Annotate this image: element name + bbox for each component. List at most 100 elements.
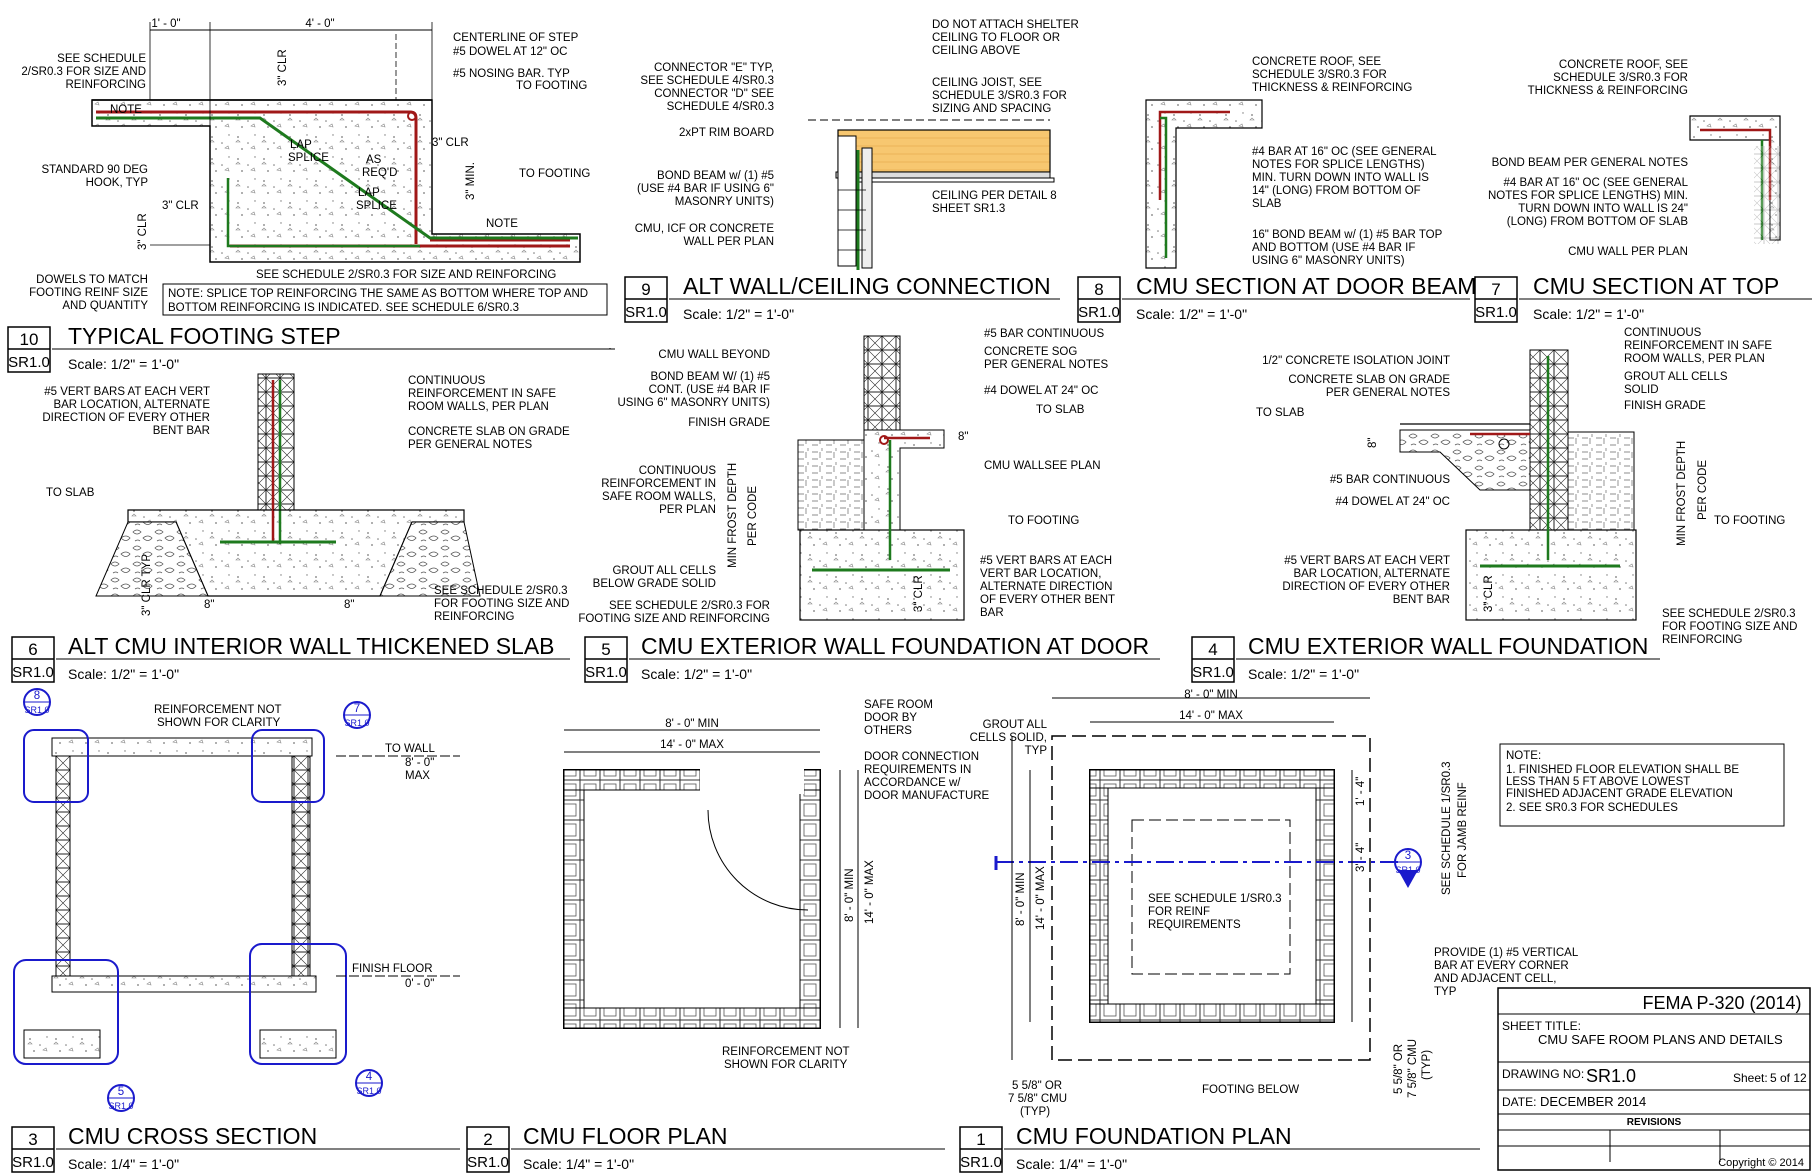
svg-text:GROUT ALL CELLS: GROUT ALL CELLS	[612, 565, 716, 577]
svg-text:PER CODE: PER CODE	[1697, 460, 1709, 520]
svg-text:SEE SCHEDULE 1/SR0.3: SEE SCHEDULE 1/SR0.3	[1441, 761, 1453, 895]
svg-text:SR1.0: SR1.0	[467, 1154, 509, 1171]
title-block: FEMA P-320 (2014) SHEET TITLE: CMU SAFE …	[1497, 987, 1811, 1171]
svg-text:#4 DOWEL AT 24" OC: #4 DOWEL AT 24" OC	[984, 385, 1098, 397]
svg-text:SR1.0: SR1.0	[12, 1154, 54, 1171]
svg-text:AND ADJACENT CELL,: AND ADJACENT CELL,	[1434, 973, 1557, 985]
detail-1-drawing	[994, 697, 1422, 1061]
detail-title-8: 8 SR1.0 CMU SECTION AT DOOR BEAM Scale: …	[1077, 273, 1476, 323]
svg-text:TYP: TYP	[1434, 986, 1457, 998]
svg-text:BAR LOCATION, ALTERNATE: BAR LOCATION, ALTERNATE	[1293, 568, 1450, 580]
svg-text:8' - 0" MIN: 8' - 0" MIN	[1184, 689, 1238, 701]
svg-text:TO SLAB: TO SLAB	[1256, 407, 1305, 419]
svg-text:SR1.0: SR1.0	[1395, 865, 1420, 875]
svg-text:BAR LOCATION, ALTERNATE: BAR LOCATION, ALTERNATE	[53, 399, 210, 411]
svg-text:Scale: 1/2" = 1'-0": Scale: 1/2" = 1'-0"	[68, 666, 179, 682]
svg-text:#4 DOWEL AT 24" OC: #4 DOWEL AT 24" OC	[1336, 496, 1450, 508]
svg-text:SCHEDULE 4/SR0.3: SCHEDULE 4/SR0.3	[667, 101, 774, 113]
svg-text:5 of 12: 5 of 12	[1770, 1071, 1807, 1085]
svg-text:SEE SCHEDULE 2/SR0.3: SEE SCHEDULE 2/SR0.3	[1662, 608, 1796, 620]
svg-text:2xPT RIM BOARD: 2xPT RIM BOARD	[679, 127, 774, 139]
svg-text:2/SR0.3 FOR SIZE AND: 2/SR0.3 FOR SIZE AND	[21, 66, 146, 78]
svg-text:PER PLAN: PER PLAN	[659, 504, 716, 516]
svg-text:1. FINISHED FLOOR ELEVATION: 1. FINISHED FLOOR ELEVATION SHALL BE	[1506, 764, 1739, 776]
svg-text:8' - 0": 8' - 0"	[405, 757, 434, 769]
svg-text:#5 DOWEL AT 12" OC: #5 DOWEL AT 12" OC	[453, 46, 567, 58]
svg-text:NOTE: NOTE	[486, 218, 518, 230]
svg-text:4' - 0": 4' - 0"	[305, 18, 334, 30]
detail-title-7: 7 SR1.0 CMU SECTION AT TOP Scale: 1/2" =…	[1474, 273, 1812, 323]
svg-text:SEE SCHEDULE: SEE SCHEDULE	[57, 53, 146, 65]
svg-text:#5 VERT BARS AT EACH: #5 VERT BARS AT EACH	[980, 555, 1112, 567]
svg-text:MIN FROST DEPTH: MIN FROST DEPTH	[1676, 441, 1688, 546]
svg-text:SPLICE: SPLICE	[288, 152, 329, 164]
svg-text:(TYP): (TYP)	[1020, 1106, 1050, 1118]
svg-text:8": 8"	[1367, 438, 1379, 448]
detail-10-drawing	[91, 22, 581, 263]
svg-text:8' - 0" MIN: 8' - 0" MIN	[844, 868, 856, 922]
svg-text:LESS THAN 5 FT ABOVE LOWEST: LESS THAN 5 FT ABOVE LOWEST	[1506, 776, 1690, 788]
detail-title-2: 2 SR1.0 CMU FLOOR PLAN Scale: 1/4" = 1'-…	[466, 1123, 945, 1173]
svg-text:FOR REINF: FOR REINF	[1148, 906, 1210, 918]
svg-text:NOTES FOR SPLICE LENGTHS) MIN.: NOTES FOR SPLICE LENGTHS) MIN.	[1488, 190, 1688, 202]
svg-text:FOOTING SIZE AND REINFORCING: FOOTING SIZE AND REINFORCING	[578, 613, 770, 625]
svg-text:SR1.0: SR1.0	[8, 354, 50, 371]
svg-text:0' - 0": 0' - 0"	[405, 978, 434, 990]
svg-text:DECEMBER 2014: DECEMBER 2014	[1540, 1094, 1646, 1109]
svg-text:Scale: 1/2" = 1'-0": Scale: 1/2" = 1'-0"	[1136, 306, 1247, 322]
svg-text:9: 9	[641, 280, 650, 299]
svg-text:7 5/8" CMU: 7 5/8" CMU	[1407, 1039, 1419, 1098]
svg-text:Scale: 1/2" = 1'-0": Scale: 1/2" = 1'-0"	[1248, 666, 1359, 682]
svg-text:SR1.0: SR1.0	[12, 664, 54, 681]
svg-text:Scale: 1/4" = 1'-0": Scale: 1/4" = 1'-0"	[523, 1156, 634, 1172]
svg-text:ROOM WALLS, PER PLAN: ROOM WALLS, PER PLAN	[408, 401, 549, 413]
svg-text:FOOTING REINF SIZE: FOOTING REINF SIZE	[29, 287, 148, 299]
svg-text:SR1.0: SR1.0	[24, 705, 49, 715]
svg-text:7: 7	[354, 703, 360, 715]
svg-text:DOOR BY: DOOR BY	[864, 712, 917, 724]
svg-text:14' - 0" MAX: 14' - 0" MAX	[864, 860, 876, 924]
svg-text:SHOWN FOR CLARITY: SHOWN FOR CLARITY	[724, 1059, 848, 1071]
svg-text:TO FOOTING: TO FOOTING	[1008, 515, 1079, 527]
svg-text:DATE:: DATE:	[1502, 1095, 1536, 1109]
svg-text:1: 1	[976, 1130, 985, 1149]
svg-text:SCHEDULE 3/SR0.3 FOR: SCHEDULE 3/SR0.3 FOR	[932, 90, 1067, 102]
svg-text:SAFE ROOM: SAFE ROOM	[864, 699, 933, 711]
svg-text:CONCRETE SLAB ON GRADE: CONCRETE SLAB ON GRADE	[408, 426, 570, 438]
svg-text:CMU WALL BEYOND: CMU WALL BEYOND	[658, 349, 770, 361]
svg-text:7: 7	[1491, 280, 1500, 299]
svg-text:SAFE ROOM WALLS,: SAFE ROOM WALLS,	[602, 491, 716, 503]
svg-text:REQ'D: REQ'D	[362, 167, 397, 179]
detail-3-drawing	[13, 688, 460, 1112]
svg-text:VERT BAR LOCATION,: VERT BAR LOCATION,	[980, 568, 1101, 580]
svg-text:8": 8"	[204, 599, 214, 611]
general-note-box: NOTE: 1. FINISHED FLOOR ELEVATION SHALL …	[1499, 743, 1785, 827]
svg-text:3: 3	[1405, 850, 1411, 862]
svg-text:8": 8"	[344, 599, 354, 611]
svg-text:SR1.0: SR1.0	[585, 664, 627, 681]
svg-text:REQUIREMENTS IN: REQUIREMENTS IN	[864, 764, 971, 776]
svg-text:TO WALL: TO WALL	[385, 743, 435, 755]
svg-text:CONTINUOUS: CONTINUOUS	[408, 375, 486, 387]
svg-text:SR1.0: SR1.0	[1192, 664, 1234, 681]
svg-text:USING 6" MASONRY UNITS): USING 6" MASONRY UNITS)	[617, 397, 770, 409]
svg-text:TYPICAL FOOTING STEP: TYPICAL FOOTING STEP	[68, 323, 341, 349]
detail-title-5: 5 SR1.0 CMU EXTERIOR WALL FOUNDATION AT …	[584, 633, 1160, 683]
svg-text:DOWELS TO MATCH: DOWELS TO MATCH	[36, 274, 148, 286]
svg-text:REINFORCEMENT IN SAFE: REINFORCEMENT IN SAFE	[408, 388, 556, 400]
svg-text:HOOK, TYP: HOOK, TYP	[86, 177, 149, 189]
svg-text:REVISIONS: REVISIONS	[1627, 1117, 1682, 1128]
svg-text:CEILING TO FLOOR OR: CEILING TO FLOOR OR	[932, 32, 1060, 44]
svg-text:OTHERS: OTHERS	[864, 725, 912, 737]
svg-text:#5 BAR CONTINUOUS: #5 BAR CONTINUOUS	[1330, 474, 1450, 486]
svg-text:ALT WALL/CEILING CONNECTION: ALT WALL/CEILING CONNECTION	[683, 273, 1051, 299]
svg-text:REINFORCING: REINFORCING	[1662, 634, 1743, 646]
svg-text:#5 VERT BARS AT EACH VERT: #5 VERT BARS AT EACH VERT	[1284, 555, 1450, 567]
svg-text:Scale: 1/2" = 1'-0": Scale: 1/2" = 1'-0"	[1533, 306, 1644, 322]
svg-text:DRAWING NO:: DRAWING NO:	[1502, 1067, 1584, 1081]
svg-text:BENT BAR: BENT BAR	[153, 425, 210, 437]
svg-text:5 5/8" OR: 5 5/8" OR	[1393, 1044, 1405, 1094]
svg-text:REINFORCEMENT IN: REINFORCEMENT IN	[601, 478, 716, 490]
svg-text:2. SEE SR0.3 FOR SCHEDULES: 2. SEE SR0.3 FOR SCHEDULES	[1506, 802, 1678, 814]
